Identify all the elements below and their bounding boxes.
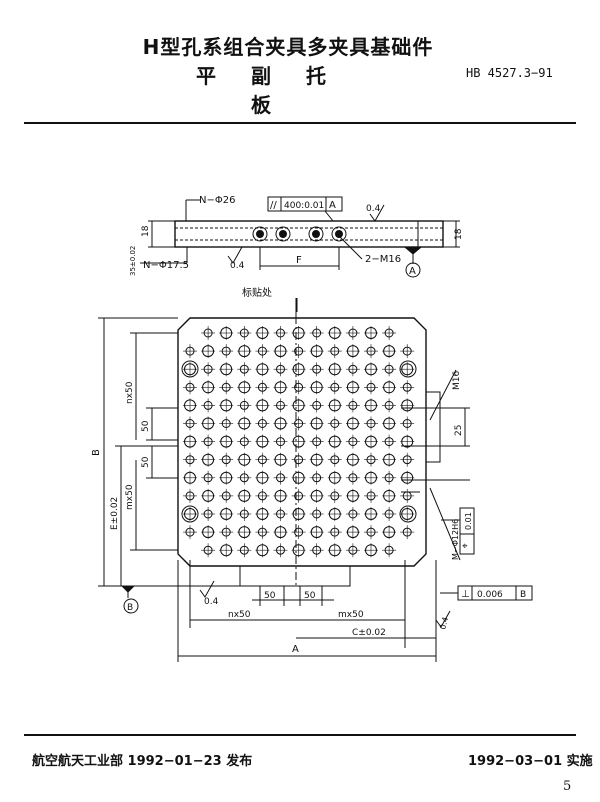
dim-a: A: [292, 644, 299, 655]
hole-grid: [181, 326, 417, 558]
nx50-bottom: nx50: [228, 610, 251, 620]
dim-50-bottom-a: 50: [264, 591, 276, 601]
dim-c: C±0.02: [352, 628, 386, 638]
thread-label: 2−M16: [365, 254, 401, 265]
roughness-plan: 0.4: [204, 597, 219, 607]
roughness-right: 0.4: [438, 616, 450, 631]
position-symbol: ⌖: [462, 541, 468, 552]
mx50-bottom: mx50: [338, 610, 364, 620]
plan-view: [98, 298, 533, 662]
nx50-left: nx50: [125, 381, 135, 404]
datum-a-label: A: [409, 266, 416, 277]
bushing-hole: [181, 505, 199, 523]
datum-b-label: B: [127, 603, 133, 613]
n-bottom-label: N−Φ17.5: [143, 260, 189, 271]
dim-50-bottom-b: 50: [304, 591, 316, 601]
bushing-hole: [399, 505, 417, 523]
tol-value: 400:0.01: [284, 201, 324, 211]
perp-symbol: ⊥: [461, 589, 470, 600]
position-tolerance: 0.01: [464, 512, 473, 530]
bushing-hole: [181, 360, 199, 378]
dim-18-right: 18: [454, 228, 464, 240]
roughness-bottom: 0.4: [230, 261, 245, 271]
standard-number: HB 4527.3−91: [466, 66, 553, 80]
n-top-label: N−Φ26: [199, 195, 235, 206]
dim-50-a: 50: [141, 420, 151, 432]
dim-35: 35±0.02: [129, 246, 137, 276]
roughness-top: 0.4: [366, 204, 381, 214]
m-hole-label: M−Φ12H6: [451, 519, 460, 560]
mx50-left: mx50: [125, 484, 135, 510]
header-rule: [24, 122, 576, 124]
effective-date: 1992−03−01 实施: [468, 754, 593, 769]
document-subtitle: 平 副 托 板: [196, 64, 340, 117]
page-number: 5: [563, 779, 572, 794]
dim-b: B: [91, 449, 102, 456]
bushing-hole: [399, 360, 417, 378]
dim-50-b: 50: [141, 456, 151, 468]
dim-e: E±0.02: [110, 497, 120, 530]
side-view: [140, 196, 460, 278]
tol-datum: A: [329, 200, 336, 211]
footer-rule: [24, 734, 576, 736]
issuer-line: 航空航天工业部 1992−01−23 发布: [32, 754, 253, 769]
perp-value: 0.006: [477, 590, 503, 600]
mark-label: 标贴处: [242, 286, 272, 299]
dim-25: 25: [454, 425, 464, 436]
perp-datum: B: [520, 590, 526, 600]
document-title: H型孔系组合夹具多夹具基础件: [142, 35, 434, 59]
dim-f: F: [296, 255, 302, 266]
m16-label: M16: [452, 371, 462, 390]
dim-18-left: 18: [141, 225, 151, 237]
tol-parallel-symbol: //: [270, 200, 277, 211]
